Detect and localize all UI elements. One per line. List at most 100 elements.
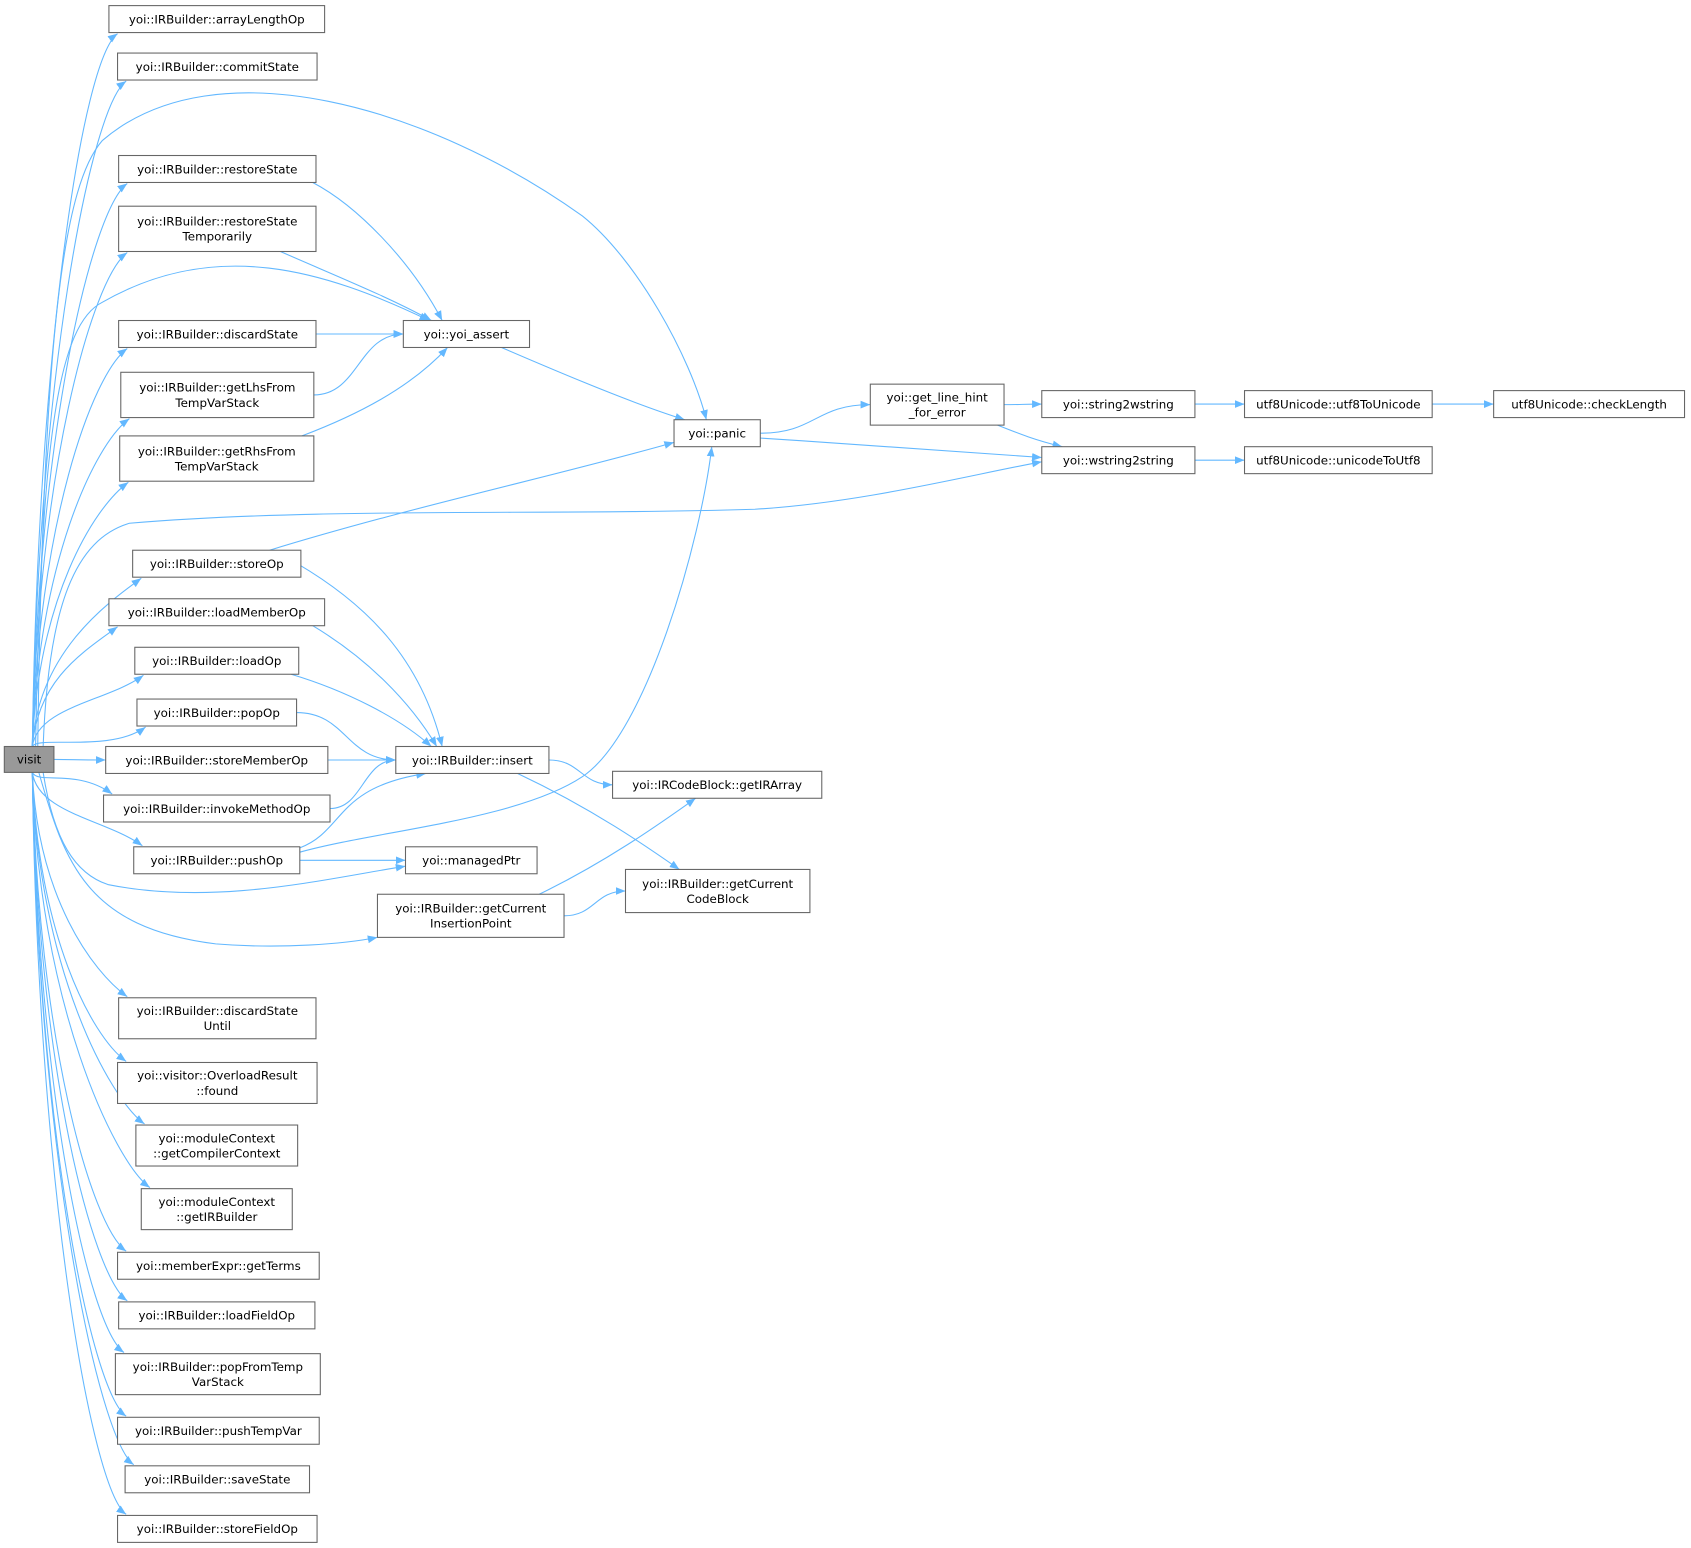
edge-pushOp-to-panic [299,446,715,853]
node-wstring2string[interactable]: yoi::wstring2string [1041,446,1196,475]
node-unicodeToUtf8[interactable]: utf8Unicode::unicodeToUtf8 [1243,446,1433,475]
node-found[interactable]: yoi::visitor::OverloadResult::found [117,1061,318,1105]
node-saveState[interactable]: yoi::IRBuilder::saveState [124,1465,311,1494]
node-box [118,997,317,1040]
node-get_line_hint[interactable]: yoi::get_line_hint_for_error [869,383,1005,426]
node-label: yoi::moduleContext [159,1131,276,1145]
edge-visit-to-storeMemberOp [53,756,106,764]
node-insert[interactable]: yoi::IRBuilder::insert [395,745,550,774]
node-label: yoi::IRBuilder::loadOp [152,654,281,668]
node-box [395,745,550,774]
node-label: yoi::IRBuilder::commitState [136,60,299,74]
node-box [119,435,315,482]
edge-visit-to-discardState [31,348,128,747]
edge-pushOp-to-insert [299,771,427,849]
node-box [612,770,823,799]
edge-visit-to-getIRBuilder [31,772,151,1189]
node-label: yoi::IRBuilder::storeMemberOp [125,753,308,767]
edge-storeOp-to-insert [296,562,444,747]
node-getCompilerContext[interactable]: yoi::moduleContext::getCompilerContext [135,1124,299,1167]
node-commitState[interactable]: yoi::IRBuilder::commitState [117,52,318,81]
node-label: yoi::managedPtr [422,854,520,868]
node-label: yoi::visitor::OverloadResult [137,1069,298,1083]
node-box [114,1353,321,1396]
node-box [3,745,55,773]
node-label: utf8Unicode::checkLength [1511,397,1667,411]
edge-visit-to-getCurrentInsertionPoint [38,772,378,947]
node-label: _for_error [908,405,966,419]
node-label: yoi::IRBuilder::getLhsFrom [139,381,295,395]
node-loadMemberOp[interactable]: yoi::IRBuilder::loadMemberOp [108,598,326,627]
node-box [135,1124,299,1167]
node-panic[interactable]: yoi::panic [673,419,761,448]
edge-visit-to-discardStateUntil [31,772,128,998]
node-loadOp[interactable]: yoi::IRBuilder::loadOp [134,646,300,675]
node-label: utf8Unicode::utf8ToUnicode [1256,397,1420,411]
edge-getRhs-to-yoi_assert [301,347,448,437]
edge-visit-to-getTerms [31,772,127,1252]
node-utf8ToUnicode[interactable]: utf8Unicode::utf8ToUnicode [1243,390,1433,419]
node-label: yoi::IRBuilder::loadFieldOp [138,1309,295,1323]
node-pushOp[interactable]: yoi::IRBuilder::pushOp [133,846,301,875]
edge-insert-to-getIRArray [548,759,613,789]
node-visit[interactable]: visit [3,745,55,773]
node-label: TempVarStack [174,396,259,410]
node-label: yoi::IRCodeBlock::getIRArray [632,778,802,792]
node-popOp[interactable]: yoi::IRBuilder::popOp [136,698,298,727]
node-arrayLengthOp[interactable]: yoi::IRBuilder::arrayLengthOp [108,5,326,34]
node-getTerms[interactable]: yoi::memberExpr::getTerms [117,1251,320,1280]
node-label: yoi::IRBuilder::storeOp [150,557,284,571]
edge-loadOp-to-insert [291,673,432,747]
node-box [133,846,301,875]
node-string2wstring[interactable]: yoi::string2wstring [1041,390,1196,419]
node-loadFieldOp[interactable]: yoi::IRBuilder::loadFieldOp [118,1301,316,1330]
node-storeOp[interactable]: yoi::IRBuilder::storeOp [132,549,302,578]
edge-visit-to-pushTempVar [31,772,127,1417]
node-invokeMethodOp[interactable]: yoi::IRBuilder::invokeMethodOp [102,794,331,823]
node-label: yoi::IRBuilder::insert [412,753,533,767]
node-label: Until [204,1019,231,1033]
edge-visit-to-loadFieldOp [31,772,128,1302]
node-box [118,205,317,253]
edge-insert-to-getCurrentCodeBlock [517,772,680,870]
node-label: ::getIRBuilder [176,1210,257,1224]
node-box [118,319,317,349]
node-restoreState[interactable]: yoi::IRBuilder::restoreState [118,154,317,184]
node-storeMemberOp[interactable]: yoi::IRBuilder::storeMemberOp [105,745,329,774]
node-yoi_assert[interactable]: yoi::yoi_assert [402,319,531,349]
node-managedPtr[interactable]: yoi::managedPtr [404,846,538,875]
edge-visit-to-managedPtr [42,772,406,894]
node-discardState[interactable]: yoi::IRBuilder::discardState [118,319,317,349]
node-box [134,646,300,675]
node-box [673,419,761,448]
node-storeFieldOp[interactable]: yoi::IRBuilder::storeFieldOp [117,1514,318,1543]
node-label: InsertionPoint [430,917,512,931]
edge-getCurrentInsertionPoint-to-getIRArray [538,797,696,895]
edge-storeOp-to-panic [269,441,675,551]
edge-restoreStateTemporarily-to-yoi_assert [280,251,432,321]
edge-visit-to-panic [37,92,708,747]
edge-visit-to-found [31,772,127,1062]
node-label: yoi::yoi_assert [424,327,510,341]
node-getIRArray[interactable]: yoi::IRCodeBlock::getIRArray [612,770,823,799]
node-box [376,893,565,938]
edge-visit-to-arrayLengthOp [31,33,118,747]
node-label: yoi::IRBuilder::invokeMethodOp [123,802,310,816]
node-checkLength[interactable]: utf8Unicode::checkLength [1493,390,1686,419]
edge-yoi_assert-to-panic [501,346,685,421]
node-getIRBuilder[interactable]: yoi::moduleContext::getIRBuilder [140,1188,293,1231]
node-label: yoi::IRBuilder::pushTempVar [135,1424,302,1438]
node-box [117,1514,318,1543]
node-label: yoi::IRBuilder::discardState [137,1004,298,1018]
node-box [624,868,811,914]
node-label: yoi::moduleContext [159,1195,276,1209]
node-pushTempVar[interactable]: yoi::IRBuilder::pushTempVar [117,1416,320,1445]
